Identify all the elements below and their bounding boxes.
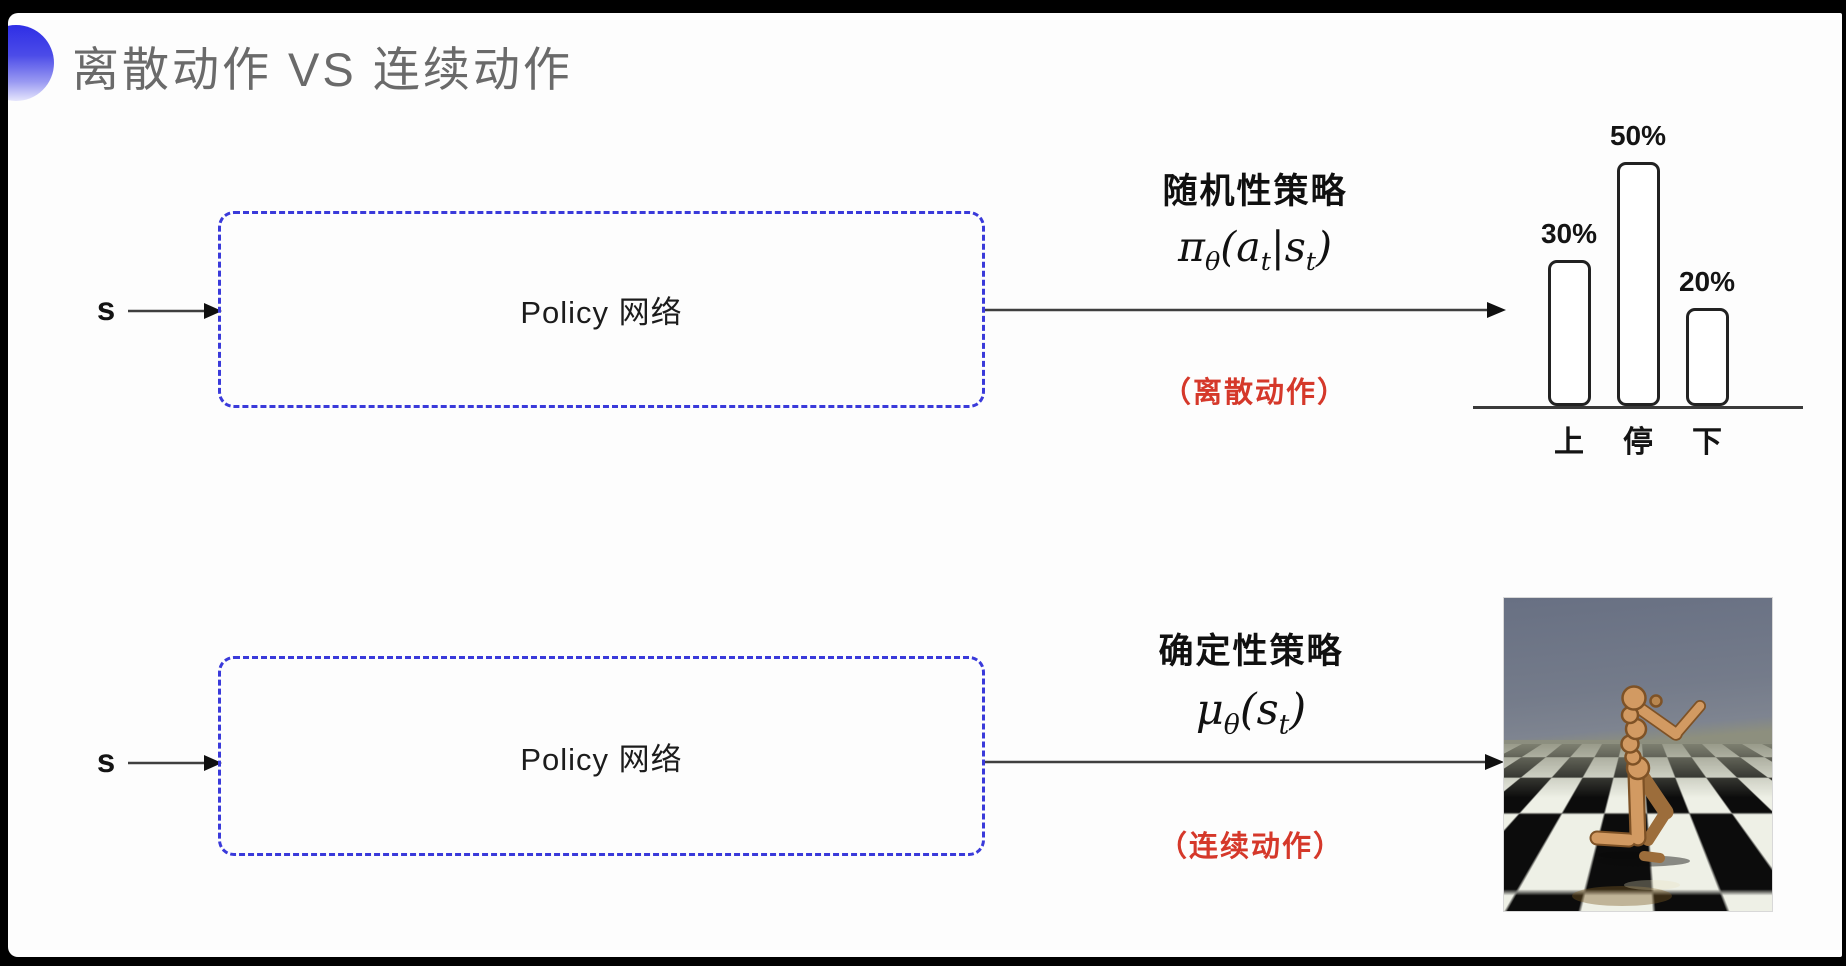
bar-value-label: 20% bbox=[1679, 266, 1735, 298]
continuous-action-note: （连续动作） bbox=[1086, 823, 1416, 865]
bar-column: 20% bbox=[1686, 266, 1729, 406]
bar-category-label: 上 bbox=[1548, 417, 1591, 461]
output-arrow-bottom bbox=[985, 753, 1505, 771]
humanoid-simulation-image bbox=[1503, 597, 1773, 912]
state-input-label-bottom: s bbox=[84, 742, 128, 780]
policy-network-box-bottom: Policy 网络 bbox=[218, 656, 985, 856]
stochastic-policy-title: 随机性策略 bbox=[1090, 163, 1420, 214]
slide-title: 离散动作 VS 连续动作 bbox=[72, 31, 573, 100]
input-arrow-top bbox=[128, 302, 222, 320]
bar bbox=[1686, 308, 1729, 406]
discrete-action-note: （离散动作） bbox=[1090, 369, 1420, 411]
bar-chart-plot-area: 30% 50% 20% bbox=[1473, 117, 1803, 409]
slide: 离散动作 VS 连续动作 s Policy 网络 随机性策略 πθ(at|st)… bbox=[8, 13, 1842, 957]
deterministic-policy-title: 确定性策略 bbox=[1086, 623, 1416, 674]
humanoid-robot-figure bbox=[1504, 598, 1773, 912]
bar-column: 50% bbox=[1617, 120, 1660, 406]
policy-network-box-top: Policy 网络 bbox=[218, 211, 985, 408]
slide-accent-icon bbox=[8, 25, 54, 101]
input-arrow-bottom bbox=[128, 754, 222, 772]
bar-value-label: 50% bbox=[1610, 120, 1666, 152]
deterministic-policy-formula: μθ(st) bbox=[1086, 685, 1416, 741]
bar-value-label: 30% bbox=[1541, 218, 1597, 250]
bar-column: 30% bbox=[1548, 218, 1591, 406]
bar-category-label: 停 bbox=[1617, 417, 1660, 461]
state-input-label-top: s bbox=[84, 290, 128, 328]
bar-chart-category-row: 上停下 bbox=[1473, 417, 1803, 461]
bar-category-label: 下 bbox=[1686, 417, 1729, 461]
output-arrow-top bbox=[985, 301, 1507, 319]
stochastic-policy-formula: πθ(at|st) bbox=[1090, 223, 1420, 276]
bar bbox=[1548, 260, 1591, 406]
policy-network-label: Policy 网络 bbox=[520, 734, 682, 779]
bar bbox=[1617, 162, 1660, 406]
action-probability-chart: 30% 50% 20% 上停下 bbox=[1473, 117, 1803, 461]
policy-network-label: Policy 网络 bbox=[520, 287, 682, 332]
